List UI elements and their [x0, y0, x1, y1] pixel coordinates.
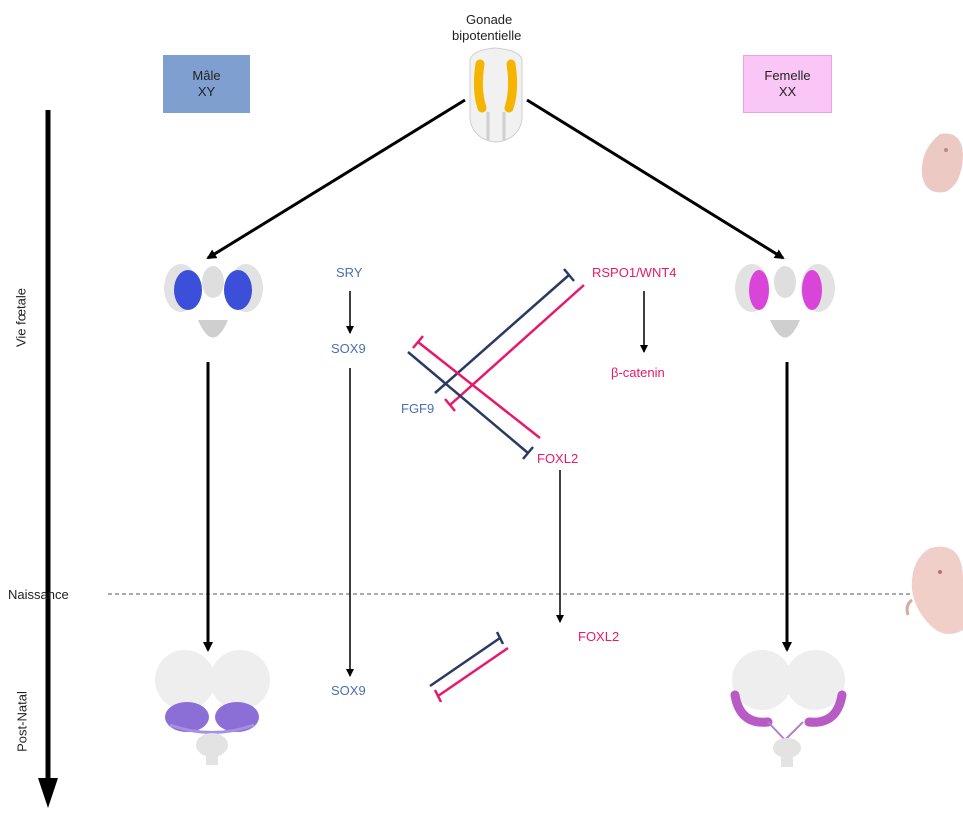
- gonad-label-line1: Gonade: [466, 12, 513, 27]
- adult-ovary-image: [730, 650, 847, 767]
- arrow-to-female: [526, 98, 785, 260]
- gene-rspo1-wnt4: RSPO1/WNT4: [592, 265, 677, 280]
- male-karyotype: XY: [197, 84, 216, 99]
- gene-sry: SRY: [336, 265, 363, 280]
- adult-testis-image: [155, 650, 270, 765]
- female-karyotype: XX: [778, 84, 797, 99]
- gene-foxl2: FOXL2: [537, 451, 579, 466]
- inhibition-foxl2-sox9: [412, 335, 541, 439]
- male-label: Mâle: [192, 68, 221, 83]
- inhibition-rspo1-fgf9: [444, 284, 585, 412]
- male-xy-box: Mâle XY: [163, 55, 250, 113]
- fetal-ovary-image: [735, 264, 835, 338]
- timeline-arrowhead: [38, 778, 58, 808]
- inhibition-foxl2-sox9-postnatal: [433, 646, 509, 703]
- inhibition-sox9-foxl2: [407, 351, 534, 460]
- gonad-label-line2: bipotentielle: [452, 28, 522, 43]
- gene-beta-catenin: β-catenin: [611, 365, 665, 380]
- bipotential-gonad-image: [469, 47, 523, 143]
- gene-foxl2-postnatal: FOXL2: [578, 629, 620, 644]
- early-embryo-image: [921, 133, 963, 193]
- gene-sox9: SOX9: [331, 341, 366, 356]
- fetal-testis-image: [164, 264, 263, 338]
- gene-fgf9: FGF9: [401, 401, 435, 416]
- inhibition-fgf9-rspo1: [434, 268, 575, 394]
- inhibition-sox9-foxl2-postnatal: [429, 631, 505, 688]
- gene-sox9-postnatal: SOX9: [331, 683, 366, 698]
- female-label: Femelle: [764, 68, 811, 83]
- late-fetus-image: [905, 546, 963, 634]
- fetal-life-label: Vie fœtale: [13, 288, 29, 348]
- female-xx-box: Femelle XX: [743, 55, 832, 113]
- postnatal-label: Post-Natal: [14, 691, 30, 752]
- arrow-to-male: [206, 98, 466, 260]
- birth-label: Naissance: [8, 587, 69, 602]
